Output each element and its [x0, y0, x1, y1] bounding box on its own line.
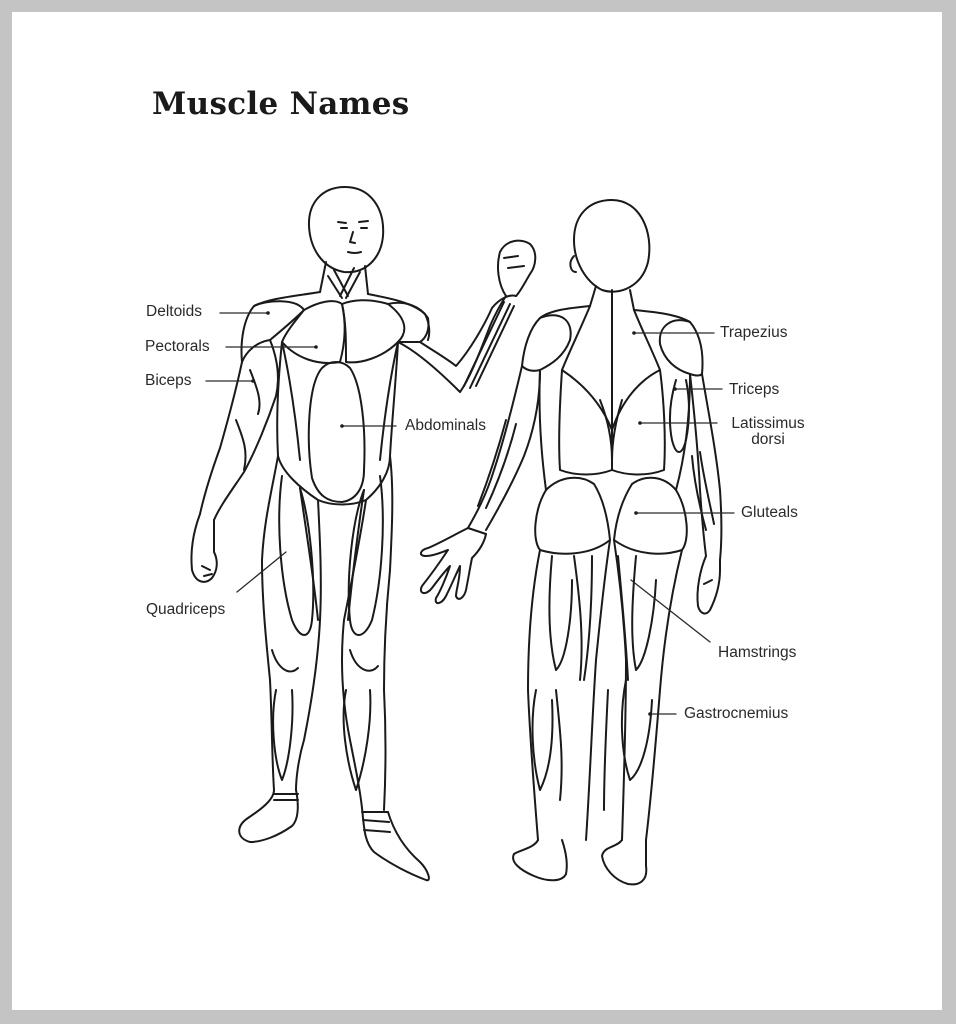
label-trapezius: Trapezius [720, 324, 788, 341]
page-title: Muscle Names [152, 86, 410, 122]
label-latissimus-line2: dorsi [751, 431, 785, 448]
front-figure [190, 186, 537, 882]
label-hamstrings: Hamstrings [718, 644, 797, 661]
label-pectorals: Pectorals [145, 338, 210, 355]
label-latissimus-line1: Latissimus [731, 415, 805, 432]
label-deltoids: Deltoids [146, 303, 202, 320]
leader-lines [205, 312, 735, 715]
label-quadriceps: Quadriceps [146, 601, 226, 618]
leader-dots [251, 311, 677, 716]
label-abdominals: Abdominals [405, 417, 486, 434]
label-gastrocnemius: Gastrocnemius [684, 705, 789, 722]
label-biceps: Biceps [145, 372, 192, 389]
back-figure [420, 199, 723, 886]
label-latissimus-dorsi: Latissimus dorsi [724, 416, 812, 448]
label-gluteals: Gluteals [741, 504, 798, 521]
label-triceps: Triceps [729, 381, 780, 398]
